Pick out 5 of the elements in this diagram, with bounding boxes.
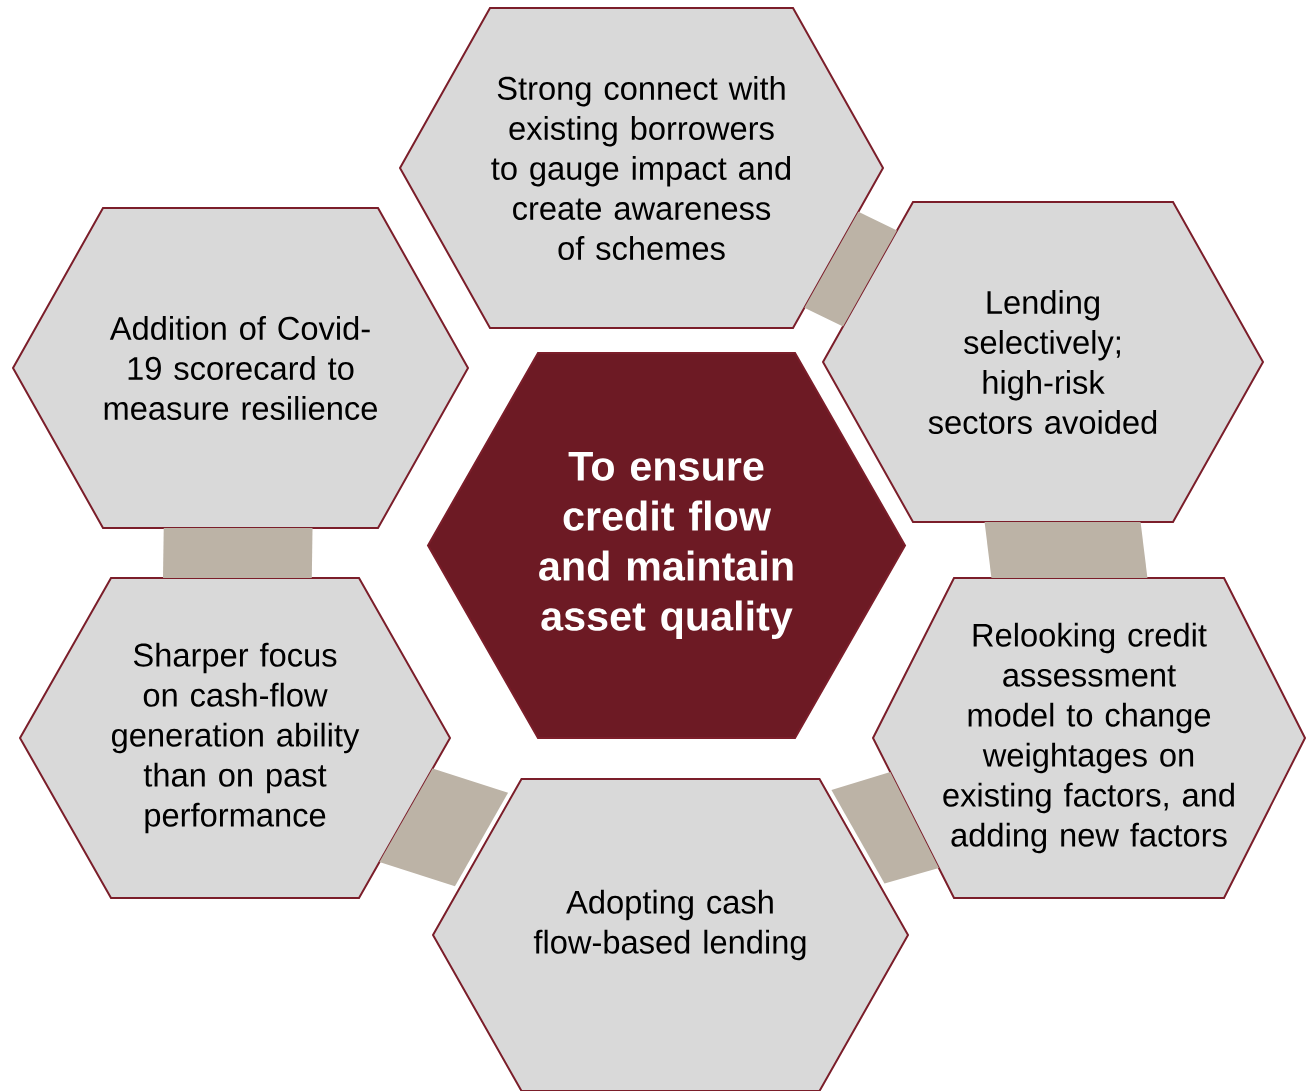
connector-band	[379, 768, 509, 887]
connector-band	[831, 772, 939, 884]
connector-band	[984, 522, 1148, 578]
connector-band	[804, 211, 898, 327]
connector-band	[163, 528, 313, 578]
